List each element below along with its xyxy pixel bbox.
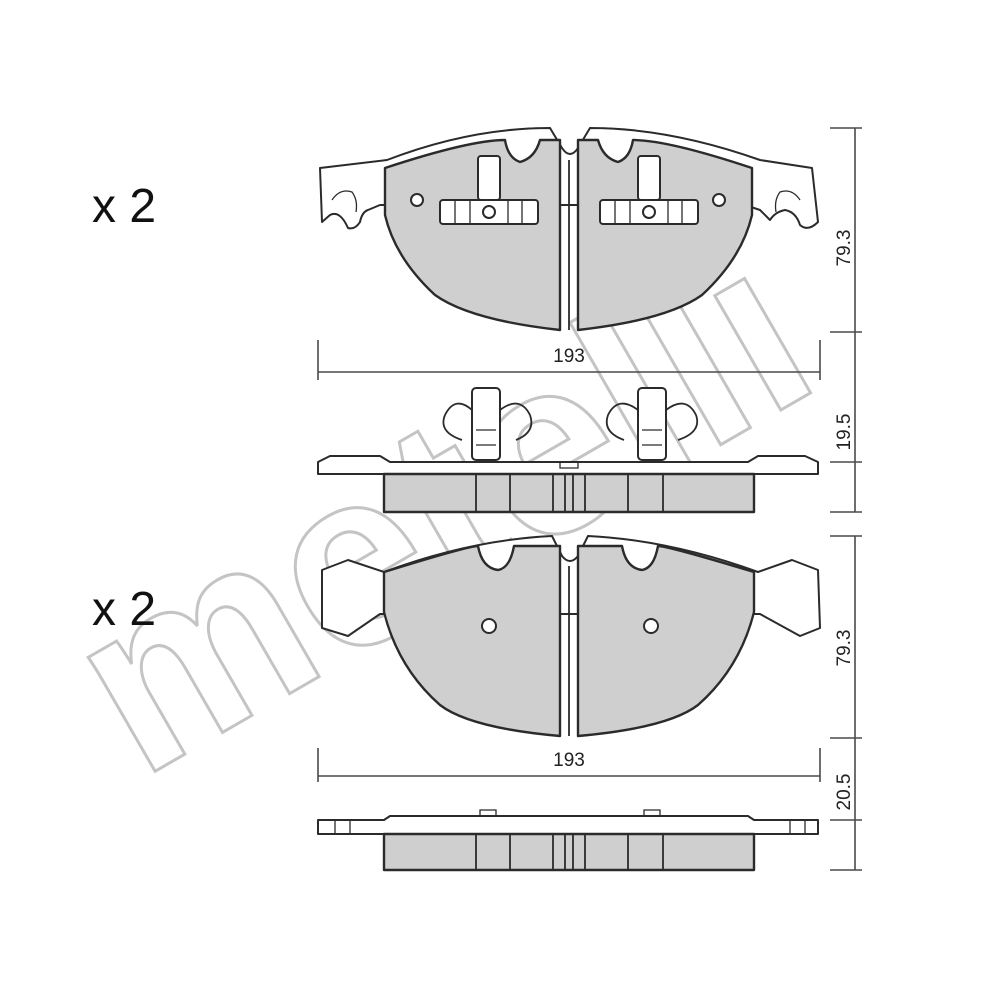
pad-2-rivet-left — [481, 618, 497, 634]
pad-2-front-view — [321, 535, 821, 738]
pad-2-height-dimension: 79.3 — [830, 535, 862, 739]
pad-2-thickness-dimension: 20.5 — [830, 738, 862, 871]
pad-2-friction-material — [382, 544, 562, 738]
pad-2-side-backing-plate — [317, 815, 819, 835]
pad-2-width-label: 193 — [553, 750, 585, 771]
pad-2-width-dimension: 193 — [317, 748, 821, 782]
pad-1-quantity: x 2 — [92, 180, 156, 233]
pad-1-rivet-right — [712, 193, 726, 207]
pad-1-thickness-dimension: 19.5 — [830, 332, 862, 513]
pad-1-height-label: 79.3 — [834, 230, 855, 267]
pad-1-width-dimension: 193 — [317, 340, 821, 380]
pad-1-front-view — [319, 127, 819, 332]
pad-2-quantity: x 2 — [92, 583, 156, 636]
pad-2-height-label: 79.3 — [834, 630, 855, 667]
pad-1-side-view — [317, 387, 819, 514]
pad-1-side-friction — [382, 472, 756, 514]
pad-1-thickness-label: 19.5 — [834, 414, 855, 451]
pad-1-height-dimension: 79.3 — [830, 127, 862, 333]
pad-1-spring-clip-right — [605, 387, 699, 461]
pad-2-side-view — [317, 809, 819, 872]
pad-1-friction-material — [383, 138, 562, 332]
pad-2-side-friction — [382, 832, 756, 872]
pad-1-rivet-left — [410, 193, 424, 207]
pad-1-width-label: 193 — [553, 346, 585, 367]
pad-1-spring-clip-left — [442, 387, 533, 461]
pad-1-clip-right — [599, 155, 699, 225]
pad-2-rivet-right — [643, 618, 659, 634]
pad-2-thickness-label: 20.5 — [834, 774, 855, 811]
pad-1-clip-left — [439, 155, 539, 225]
